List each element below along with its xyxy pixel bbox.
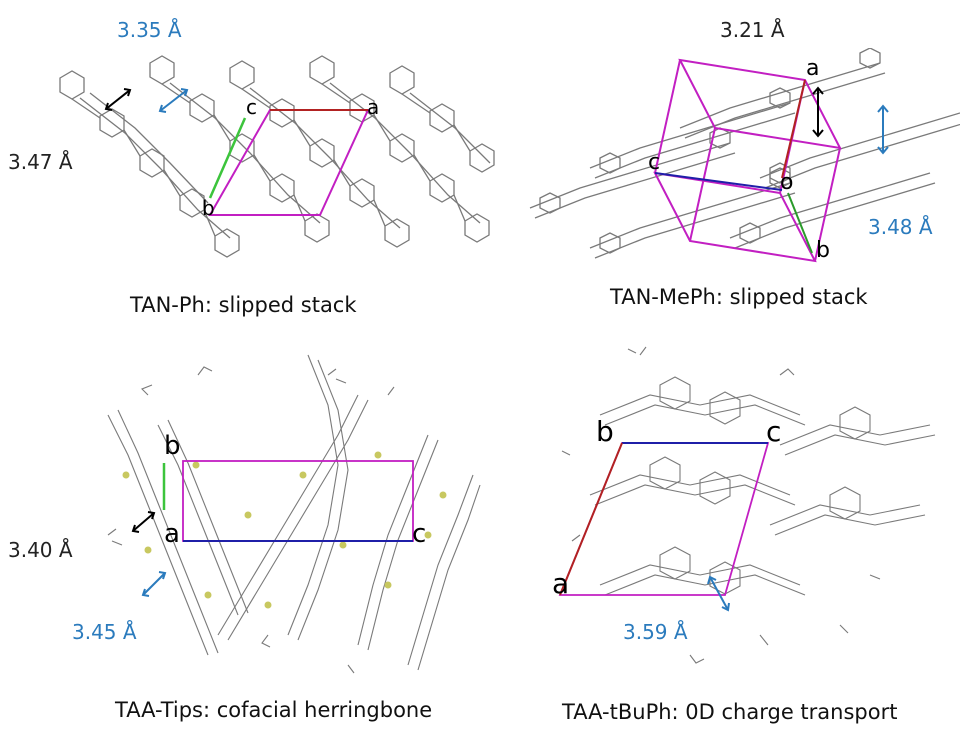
distance-label-3-45: 3.45 Å [72, 620, 137, 644]
panel-taa-tips: b a c [88, 335, 488, 685]
distance-label-3-40: 3.40 Å [8, 538, 73, 562]
axis-b-line [787, 192, 813, 254]
distance-arrow-blue [158, 88, 189, 113]
axis-label-a: a [164, 519, 180, 549]
axis-c-line [654, 172, 783, 191]
axis-label-a: a [367, 95, 380, 119]
crystal-structure-taa-tips [107, 354, 481, 674]
distance-arrow-black [131, 511, 156, 533]
unit-cell [653, 58, 842, 263]
caption-tan-ph: TAN-Ph: slipped stack [130, 293, 357, 317]
distance-label-3-48: 3.48 Å [868, 215, 933, 239]
distance-arrow-blue [707, 575, 730, 612]
axis-label-c: c [412, 519, 427, 549]
distance-label-3-21: 3.21 Å [720, 18, 785, 42]
distance-arrow-black [812, 86, 824, 138]
panel-tan-ph: c a b [30, 38, 520, 288]
crystal-structure-taa-tbuph [558, 346, 936, 664]
crystal-structure-tan-meph [529, 48, 960, 263]
distance-arrow-blue [877, 104, 889, 155]
crystal-structure-tan-ph [59, 55, 495, 258]
distance-label-3-35: 3.35 Å [117, 18, 182, 42]
panel-tan-meph: a c o b [520, 48, 960, 288]
distance-label-3-59: 3.59 Å [623, 620, 688, 644]
axis-label-b: b [816, 238, 830, 263]
axis-label-o: o [780, 170, 794, 195]
axis-a-line [781, 79, 806, 179]
axis-label-c: c [766, 415, 782, 448]
axis-a-line [559, 442, 623, 596]
distance-arrow-blue [141, 571, 167, 597]
axis-label-c: c [648, 150, 661, 175]
axis-label-b: b [164, 431, 181, 461]
axis-label-b: b [596, 415, 614, 448]
panel-taa-tbuph: b c a [540, 335, 940, 690]
axis-label-b: b [202, 196, 215, 220]
caption-taa-tbuph: TAA-tBuPh: 0D charge transport [562, 700, 898, 724]
unit-cell [208, 109, 370, 216]
axis-label-c: c [246, 95, 257, 119]
axis-b-line [208, 117, 247, 199]
axis-label-a: a [806, 56, 820, 81]
axis-label-a: a [552, 567, 570, 600]
caption-taa-tips: TAA-Tips: cofacial herringbone [115, 698, 433, 722]
distance-arrow-black [104, 88, 132, 111]
distance-label-3-47: 3.47 Å [8, 150, 73, 174]
caption-tan-meph: TAN-MePh: slipped stack [610, 285, 868, 309]
